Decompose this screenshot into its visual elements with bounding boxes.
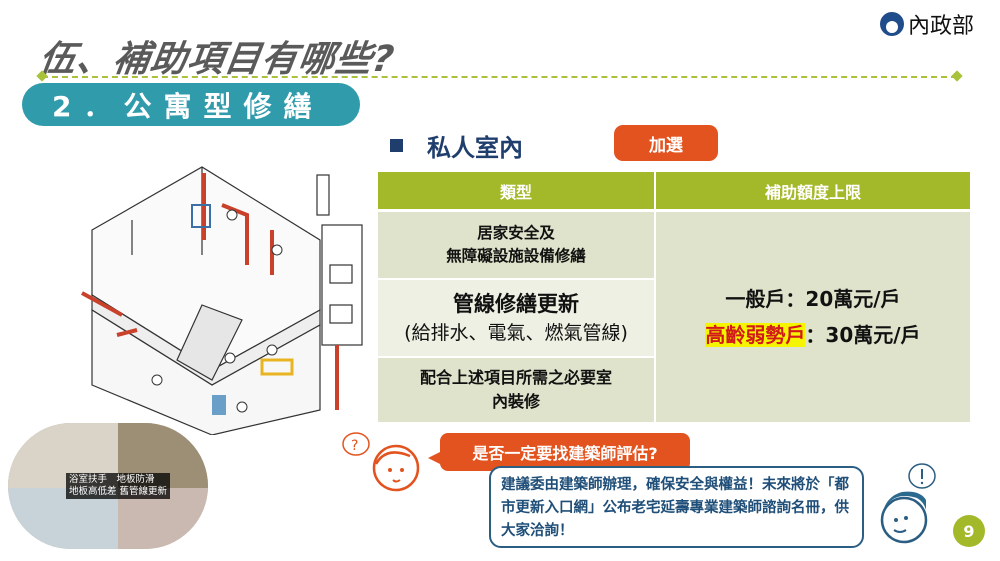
divider-right-dot (951, 70, 963, 82)
logo-text: 內政部 (908, 14, 975, 39)
header-type: 類型 (378, 172, 656, 209)
subsection-title: 私人室內 (427, 134, 523, 162)
title-divider (42, 76, 957, 78)
general-label: 一般戶 (725, 287, 786, 311)
table-row: 配合上述項目所需之必要室 內裝修 (378, 358, 654, 422)
house-renovation-illustration (81, 166, 363, 435)
table-row: 管線修繕更新 (給排水、電氣、燃氣管線) (378, 280, 654, 356)
row-text: 居家安全及 (477, 224, 555, 242)
row-text: 無障礙設施設備修繕 (446, 247, 586, 265)
row-text: 內裝修 (491, 392, 540, 411)
priority-label: 高齡弱勢戶 (705, 323, 806, 347)
general-value: ：20萬元/戶 (785, 287, 901, 311)
page-number: 9 (953, 515, 985, 547)
renovation-photo-collage: 浴室扶手 地板防滑 地板高低差 舊管線更新 (8, 423, 208, 549)
photo-caption: 浴室扶手 地板防滑 地板高低差 舊管線更新 (66, 473, 171, 499)
page-title: 伍、補助項目有哪些? (36, 39, 398, 80)
subsection-heading: 私人室內 (390, 128, 523, 163)
priority-value: ：30萬元/戶 (805, 323, 921, 347)
general-household-amount: 一般戶：20萬元/戶 (725, 281, 900, 317)
table-header: 類型 補助額度上限 (378, 172, 970, 209)
ministry-emblem-icon (880, 12, 904, 36)
table-row: 居家安全及 無障礙設施設備修繕 (378, 212, 654, 278)
optional-badge: 加選 (614, 125, 718, 161)
faq-question: 是否一定要找建築師評估? (440, 433, 690, 471)
square-bullet-icon (390, 139, 403, 152)
faq-answer: 建議委由建築師辦理，確保安全與權益！未來將於「都市更新入口網」公布老宅延壽專業建… (489, 466, 864, 548)
section-label: 2．公寓型修繕 (22, 83, 360, 126)
row-text: 配合上述項目所需之必要室 (419, 368, 612, 387)
row-subtitle: (給排水、電氣、燃氣管線) (404, 322, 628, 344)
subsidy-table: 類型 補助額度上限 居家安全及 無障礙設施設備修繕 管線修繕更新 (給排水、電氣… (378, 172, 970, 422)
ministry-logo: 內政部 (880, 8, 974, 40)
priority-household-amount: 高齡弱勢戶：30萬元/戶 (705, 317, 921, 353)
man-exclamation-icon (880, 463, 936, 544)
header-limit: 補助額度上限 (764, 182, 861, 202)
woman-question-icon: ? (342, 432, 420, 492)
svg-text:?: ? (351, 438, 358, 454)
subsidy-amounts: 一般戶：20萬元/戶 高齡弱勢戶：30萬元/戶 (656, 212, 970, 422)
row-title: 管線修繕更新 (453, 292, 579, 316)
